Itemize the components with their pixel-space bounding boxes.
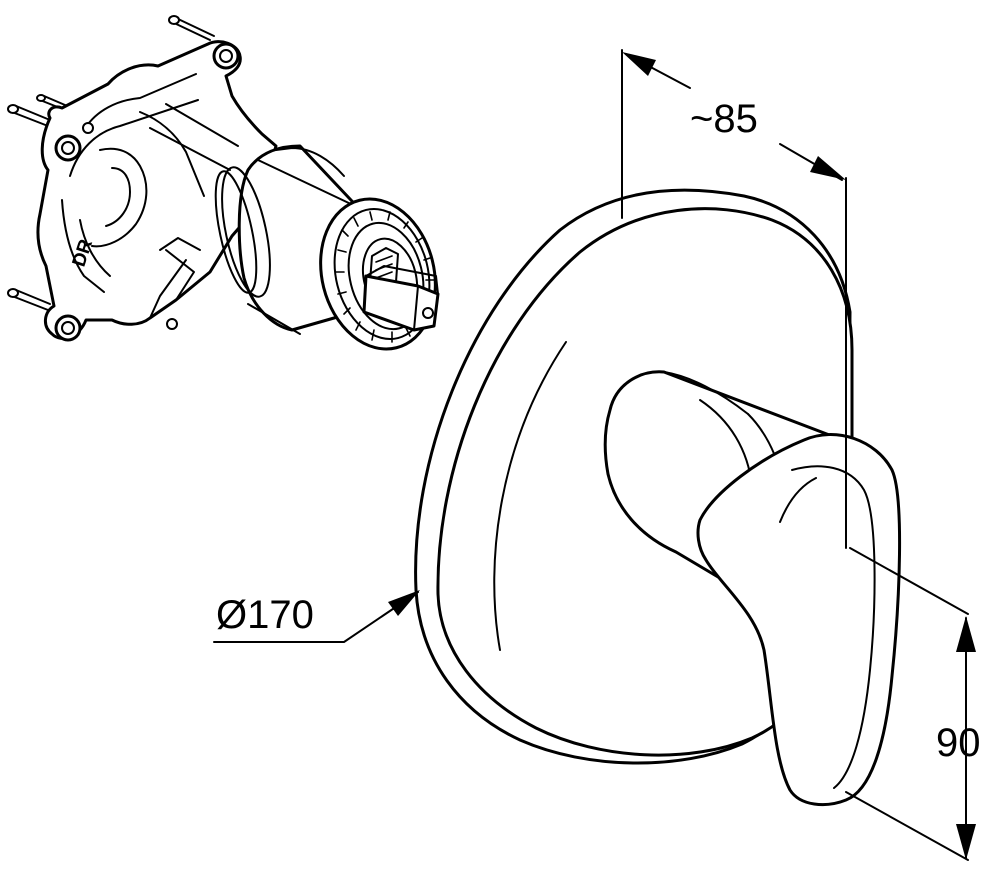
diameter-dimension: Ø170 bbox=[213, 590, 420, 643]
depth-label: ~85 bbox=[690, 97, 758, 141]
concealed-valve-body: DR bbox=[7, 15, 440, 351]
height-label: 90 bbox=[936, 721, 981, 765]
mounting-screws bbox=[54, 42, 240, 342]
height-dimension: 90 bbox=[845, 547, 981, 861]
cartridge-face bbox=[319, 197, 440, 351]
diameter-label: Ø170 bbox=[216, 593, 314, 637]
lever-handle bbox=[603, 370, 902, 807]
depth-dimension: ~85 bbox=[621, 49, 847, 549]
mounting-studs bbox=[7, 15, 215, 311]
